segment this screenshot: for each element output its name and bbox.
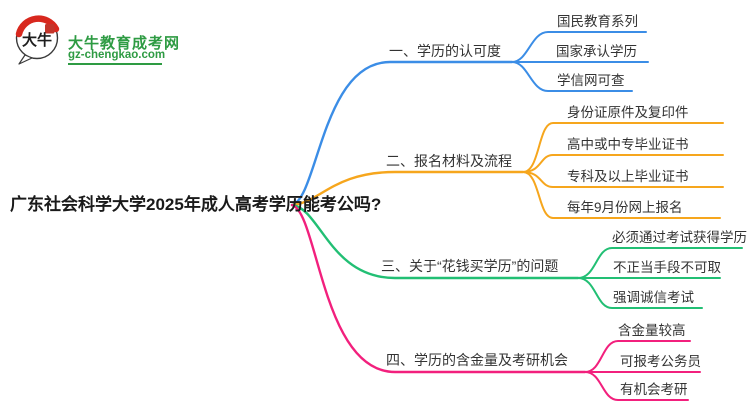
branch2-child-node: 身份证原件及复印件: [567, 105, 689, 120]
branch4-child-node: 含金量较高: [618, 323, 686, 338]
branch3-child-node: 不正当手段不可取: [613, 260, 721, 275]
domain-underline: [68, 63, 162, 65]
branch2-lines: [290, 122, 724, 219]
branch2-child-node: 每年9月份网上报名: [567, 200, 683, 215]
branch1-label: 一、学历的认可度: [389, 43, 501, 59]
branch4-label: 四、学历的含金量及考研机会: [386, 352, 568, 368]
branch1-child-node: 国民教育系列: [557, 14, 638, 29]
branch4-child-node: 可报考公务员: [620, 354, 701, 369]
logo-bubble-icon: 大牛: [15, 15, 60, 65]
logo-text: 大牛: [22, 31, 52, 49]
branch1-child-node: 国家承认学历: [556, 44, 637, 59]
branch2-child-node: 专科及以上毕业证书: [567, 169, 689, 184]
site-name: 大牛教育成考网: [68, 35, 181, 52]
branch3-child-node: 强调诚信考试: [613, 290, 694, 305]
branch2-label: 二、报名材料及流程: [386, 153, 512, 169]
mindmap-root-topic: 广东社会科学大学2025年成人高考学历能考公吗?: [10, 195, 382, 214]
branch3-label: 三、关于“花钱买学历”的问题: [381, 258, 559, 274]
branch1-lines: [290, 31, 649, 207]
branch1-child-node: 学信网可查: [557, 73, 625, 88]
branch3-child-node: 必须通过考试获得学历: [612, 230, 747, 245]
branch4-child-node: 有机会考研: [620, 382, 688, 397]
branch4-lines: [290, 203, 701, 401]
branch3-lines: [290, 203, 743, 309]
site-domain: gz-chengkao.com: [68, 49, 166, 61]
branch2-child-node: 高中或中专毕业证书: [567, 137, 689, 152]
